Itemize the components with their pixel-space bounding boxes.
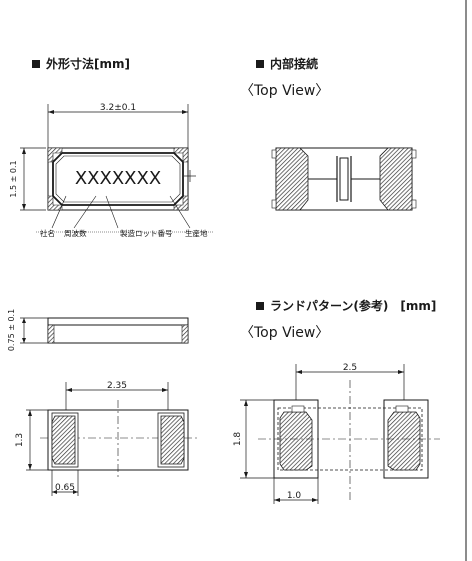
label-lot-number: 製造ロット番号 [120,228,173,238]
crystal-symbol [339,157,349,201]
internal-connection-title: 内部接続 [270,57,319,71]
label-company: 社名 [40,228,55,238]
side-lid [47,317,189,326]
internal-connection-diagram [271,147,417,211]
package-lid [52,152,184,206]
connection-electrode-left [275,147,309,211]
land-pad-width-dimension-text: 1.0 [287,491,302,501]
bottom-pad-left [51,415,76,465]
bottom-height-dimension-text: 1.3 [15,433,25,447]
connection-electrode-right [379,147,413,211]
land-pattern-diagram: 2.5 1.8 [233,363,440,504]
marking-text: XXXXXXX [75,168,161,189]
height-dimension-text: 0.75 ± 0.1 [7,309,16,351]
length-dimension-text: 3.2±0.1 [100,103,136,113]
land-electrode-left [279,411,313,471]
side-body [47,324,189,344]
land-pitch-dimension-text: 2.5 [343,363,357,373]
package-bottom-view: 2.35 1.3 0.65 [15,381,200,496]
internal-connection-view-label: 〈Top View〉 [240,83,330,99]
square-bullet-icon [256,60,264,68]
internal-connection-heading: 内部接続 [256,55,318,72]
land-pattern-heading: ランドパターン(参考) [mm] [256,297,436,314]
pitch-dimension-text: 2.35 [107,381,127,391]
label-frequency: 周波数 [64,228,87,238]
square-bullet-icon [32,60,40,68]
square-bullet-icon [256,302,264,310]
package-side-view: 0.75 ± 0.1 [7,309,189,351]
width-dimension-text: 1.5 ± 0.1 [9,160,18,197]
outer-dimensions-heading: 外形寸法[mm] [32,55,130,72]
land-electrode-right [387,411,421,471]
land-height-dimension-text: 1.8 [233,432,243,447]
pad-width-dimension-text: 0.65 [55,483,75,493]
label-origin: 生産地 [185,228,208,238]
land-pattern-title: ランドパターン(参考) [mm] [270,299,437,313]
outer-dimensions-title: 外形寸法[mm] [46,57,130,71]
bottom-pad-right [160,415,185,465]
package-top-view: 3.2±0.1 1.5 ± 0.1 XXXXXXX [9,103,214,238]
land-pattern-view-label: 〈Top View〉 [240,325,330,341]
